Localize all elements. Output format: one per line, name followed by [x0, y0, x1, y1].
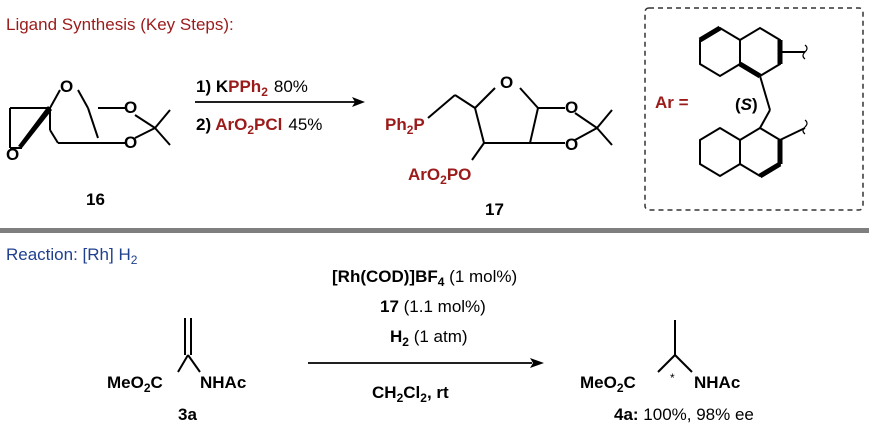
section-divider [0, 228, 869, 233]
gas-condition: H2 (1 atm) [390, 327, 468, 349]
atom-o-dioxolane-top: O [124, 98, 137, 117]
solvent-condition: CH2Cl2, rt [372, 383, 449, 405]
atom-o-oxetane: O [6, 145, 19, 164]
reaction-title: Reaction: [Rh] H2 [6, 245, 138, 267]
compound-16-label: 16 [86, 190, 105, 209]
stereo-descriptor: (S) [735, 95, 758, 114]
pr-amide: NHAc [694, 373, 740, 392]
ph2p-group: Ph2P [385, 115, 425, 137]
atom-o-dioxolane-bottom: O [124, 133, 137, 152]
ar-definition-box [644, 7, 864, 211]
pr-ester: MeO2C [580, 373, 636, 395]
wedge-bond [18, 106, 52, 148]
ligand-synthesis-title: Ligand Synthesis (Key Steps): [6, 15, 234, 34]
atom-o-diox-bottom-17: O [565, 135, 578, 154]
compound-3a-label: 3a [178, 405, 197, 424]
sm-amide: NHAc [200, 373, 246, 392]
ar-label: Ar = [655, 93, 689, 112]
compound-17-label: 17 [485, 200, 504, 219]
product-result: 4a: 100%, 98% ee [614, 405, 754, 424]
stereocenter-star: * [670, 371, 675, 385]
arrow-bottom [308, 358, 544, 368]
compound-16-structure [9, 89, 171, 149]
arrow-top [195, 97, 365, 107]
atom-o-ring-17: O [500, 73, 513, 92]
binaphthyl-bold-bonds [698, 25, 783, 179]
catalyst-condition: [Rh(COD)]BF4 (1 mol%) [332, 267, 517, 289]
wavy-bond-top [802, 44, 808, 60]
atom-o-diox-top-17: O [565, 98, 578, 117]
aro2po-group: ArO2PO [408, 165, 471, 187]
compound-17-structure [427, 87, 613, 161]
compound-4a-structure [657, 320, 693, 373]
wavy-bond-bottom [802, 119, 808, 135]
compound-3a-structure [177, 318, 201, 373]
ligand-condition: 17 (1.1 mol%) [380, 297, 486, 316]
sm-ester: MeO2C [107, 373, 163, 395]
atom-o-ring: O [60, 77, 73, 96]
